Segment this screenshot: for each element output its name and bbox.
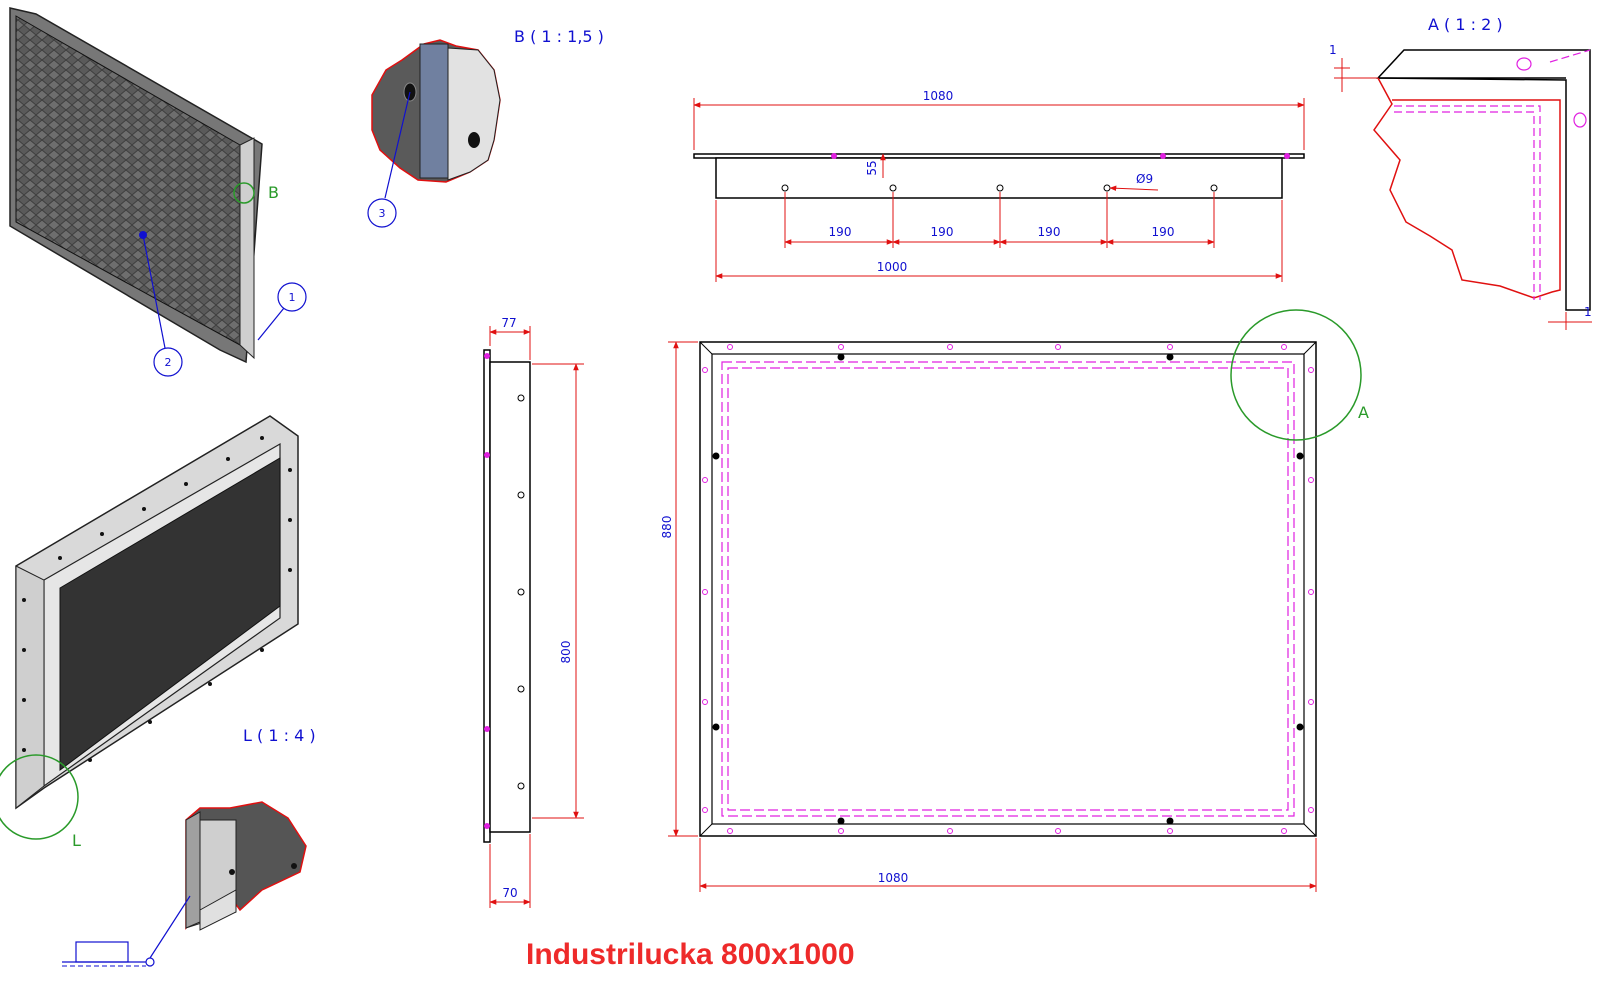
dim-side-bottom: 70 <box>502 886 517 900</box>
top-holes <box>781 184 1218 192</box>
detail-l-circle <box>0 754 79 840</box>
dim-front-height: 880 <box>660 516 674 539</box>
dim-a-bottom: 1 <box>1584 305 1592 319</box>
iso-box-view: L L ( 1 : 4 ) <box>0 415 316 850</box>
weld-symbol <box>75 941 129 963</box>
dim-inner-width: 1000 <box>877 260 908 274</box>
top-view: 1080 55 Ø9 190 190 190 190 1000 <box>693 89 1305 282</box>
dim-front-width: 1080 <box>878 871 909 885</box>
side-flange <box>483 349 491 843</box>
dim-height-55: 55 <box>865 160 879 175</box>
dim-side-top: 77 <box>501 316 516 330</box>
detail-b-side <box>447 47 501 181</box>
leader-line <box>257 307 285 341</box>
box-holes <box>22 436 292 762</box>
front-hidden-2 <box>727 367 1289 811</box>
detail-b-hole <box>468 132 480 148</box>
balloon-3-label: 3 <box>379 207 386 220</box>
dim-spacing-4: 190 <box>1152 225 1175 239</box>
detail-a-marker: A <box>1358 403 1369 422</box>
detail-l-label: L ( 1 : 4 ) <box>243 726 316 745</box>
front-view: A 880 1080 <box>660 309 1369 892</box>
balloon-2-label: 2 <box>165 356 172 369</box>
balloon-2 <box>153 347 183 377</box>
dim-a-top: 1 <box>1329 43 1337 57</box>
top-bolts <box>831 153 1290 159</box>
detail-l-marker: L <box>72 831 81 850</box>
dim-spacing-1: 190 <box>829 225 852 239</box>
detail-a-frame <box>1376 49 1591 311</box>
dim-line-hole <box>1109 185 1159 192</box>
side-view: 77 800 70 <box>483 316 584 908</box>
box-plate <box>59 457 281 771</box>
front-hole-marks <box>702 344 1314 834</box>
detail-b-marker: B <box>268 183 279 202</box>
detail-a-break <box>1373 77 1561 299</box>
leader-line <box>384 91 411 199</box>
detail-b-label: B ( 1 : 1,5 ) <box>514 27 604 46</box>
balloon-3 <box>367 198 397 228</box>
iso-plate-view: B 1 2 <box>9 7 307 377</box>
front-hidden-1 <box>721 361 1295 817</box>
dim-spacing-2: 190 <box>931 225 954 239</box>
side-frame <box>489 361 531 833</box>
front-inner <box>711 353 1305 825</box>
front-bolts <box>712 353 1304 825</box>
detail-a-label: A ( 1 : 2 ) <box>1428 15 1503 34</box>
weld-leader <box>149 895 191 959</box>
dim-spacing-lines <box>784 192 1215 248</box>
plate-edge <box>239 137 255 360</box>
detail-a-hidden <box>1394 105 1541 300</box>
top-frame <box>715 157 1283 199</box>
dim-spacing-3: 190 <box>1038 225 1061 239</box>
detail-a-circle <box>1230 309 1362 441</box>
detail-l-view <box>62 801 307 967</box>
drawing-title: Industrilucka 800x1000 <box>526 938 855 971</box>
balloon-1-label: 1 <box>289 291 296 304</box>
leader-line <box>142 234 166 349</box>
detail-b-flange <box>419 43 449 179</box>
balloon-1 <box>277 282 307 312</box>
detail-b-view: 3 B ( 1 : 1,5 ) <box>367 27 604 228</box>
dim-side-height: 800 <box>559 641 573 664</box>
side-holes <box>517 394 525 790</box>
dim-hole: Ø9 <box>1136 172 1153 186</box>
dim-top-width: 1080 <box>923 89 954 103</box>
detail-a-view: A ( 1 : 2 ) 1 1 <box>1329 15 1592 330</box>
detail-b-circle <box>233 182 255 204</box>
